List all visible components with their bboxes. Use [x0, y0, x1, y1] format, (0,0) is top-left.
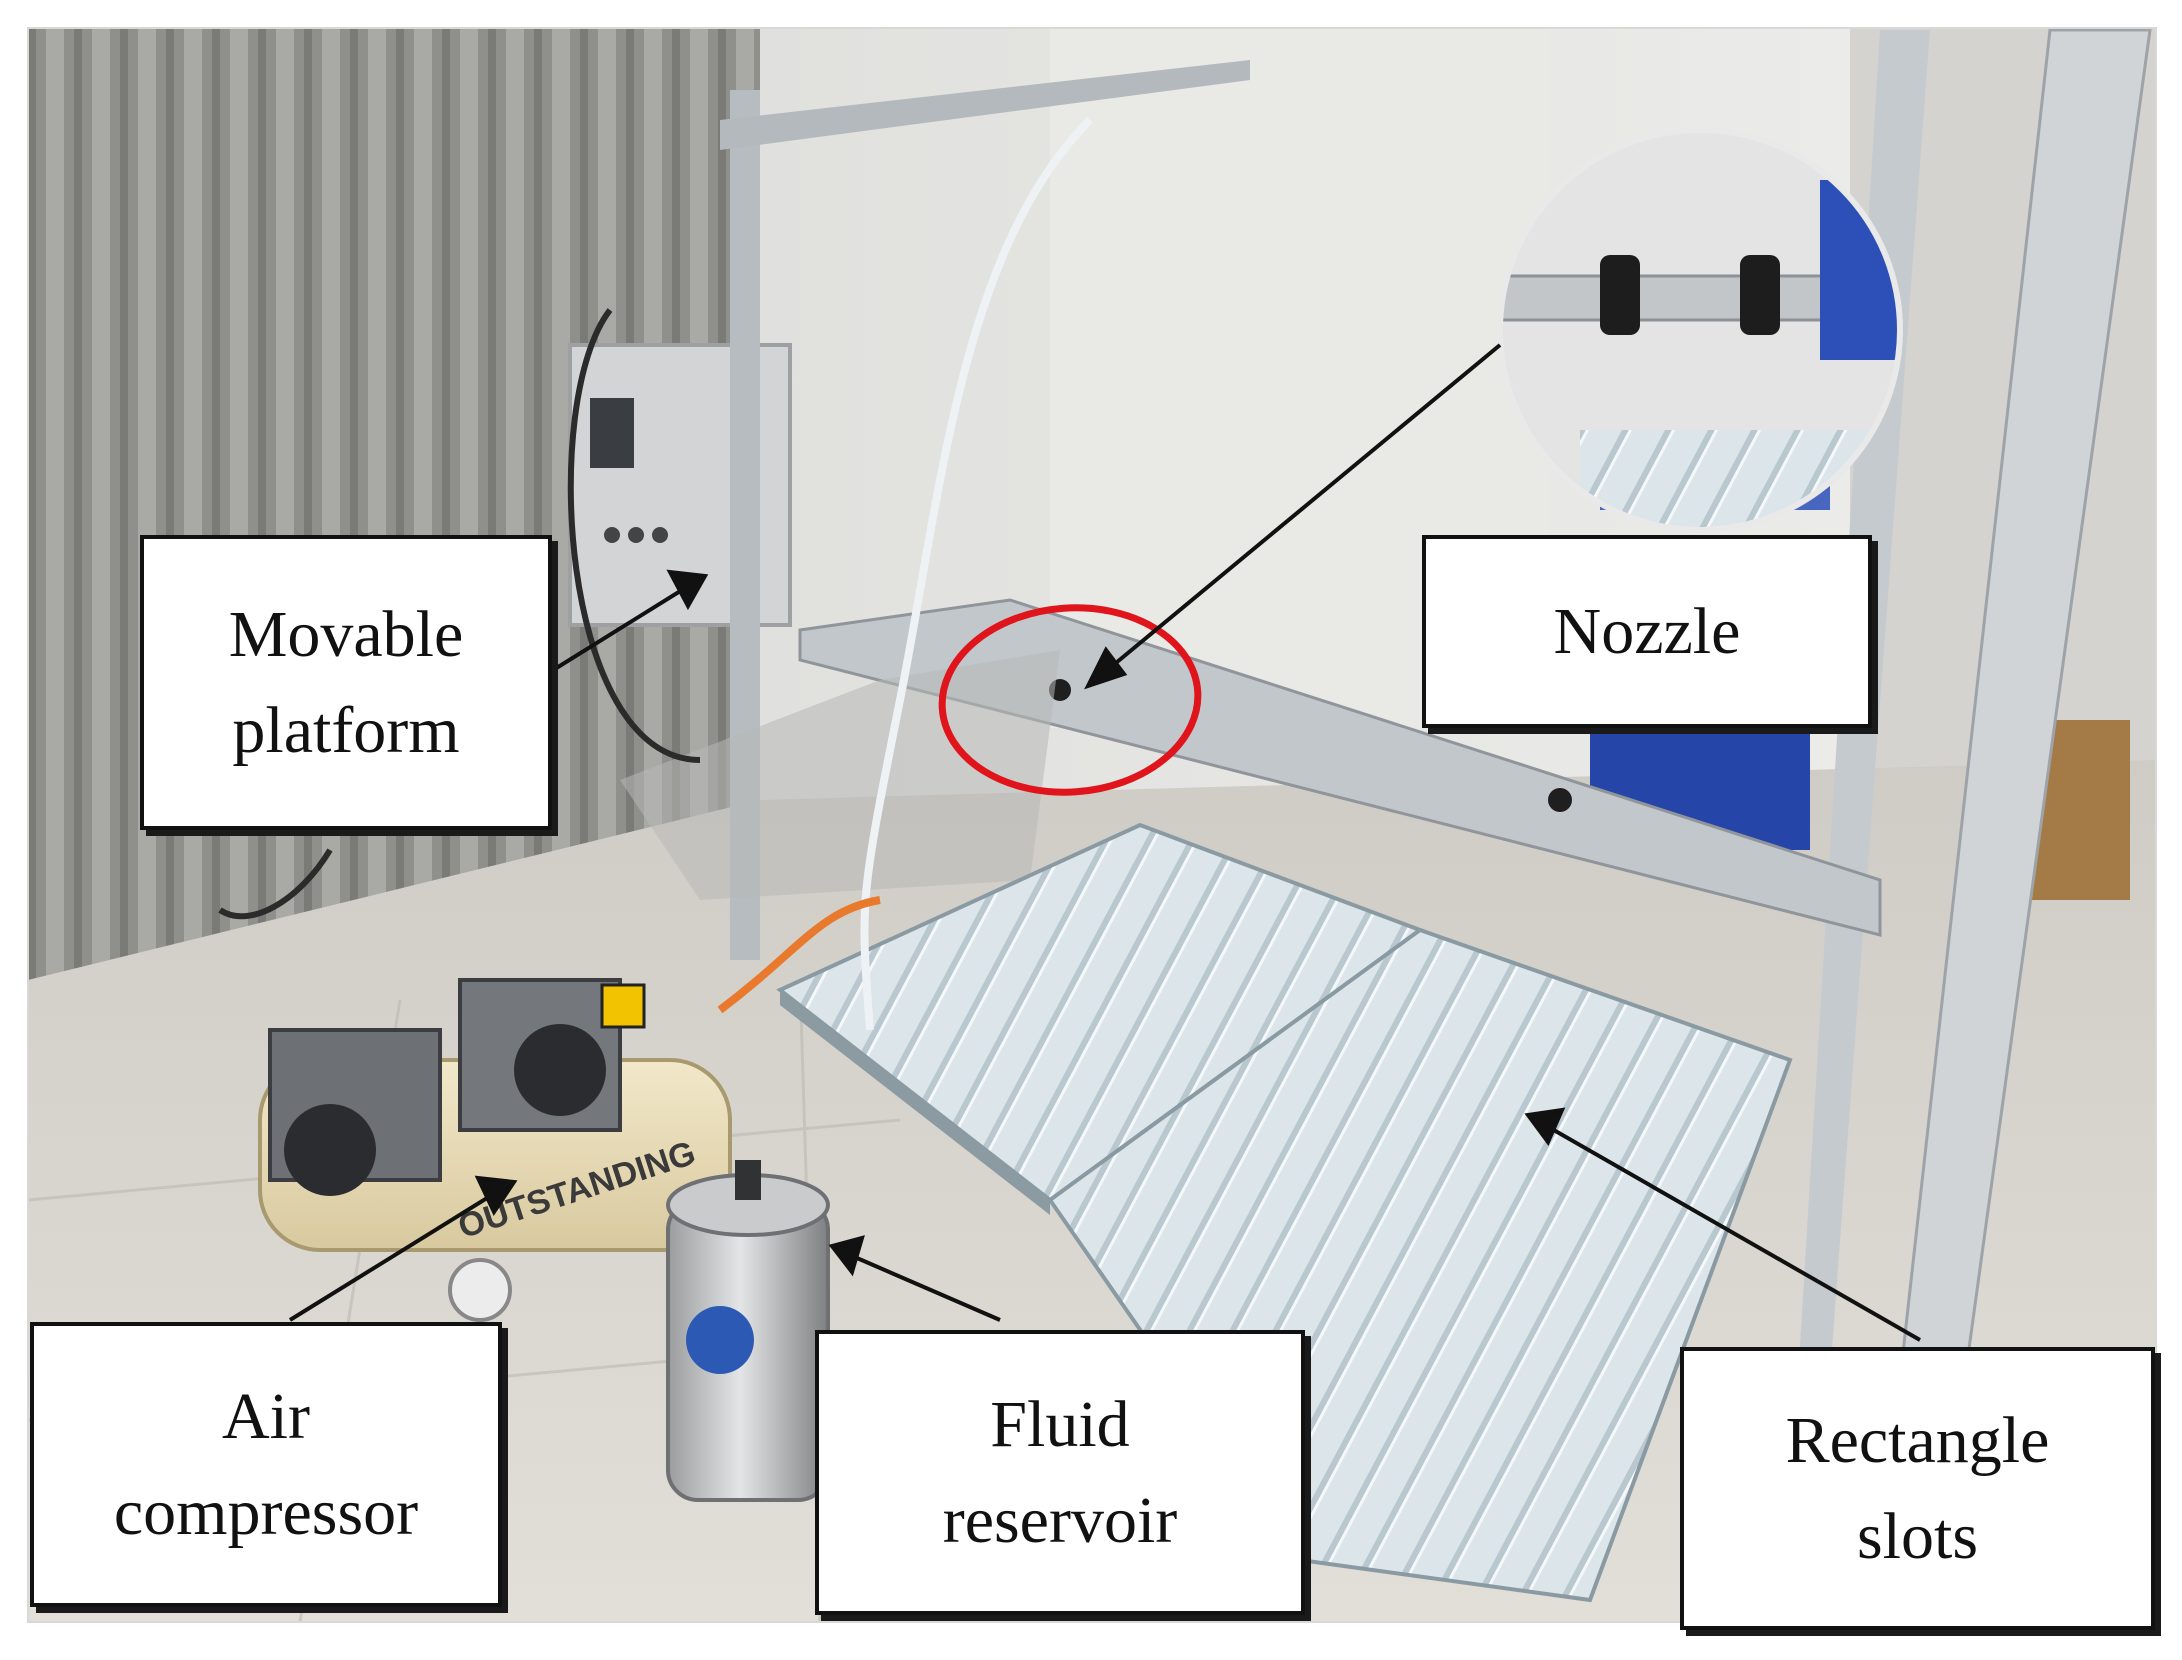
fluid-reservoir-tank-object: [666, 1160, 830, 1502]
label-movable-platform-line2: platform: [232, 693, 460, 767]
nozzle-highlight-circle: [938, 604, 1202, 796]
air-compressor-object: OUTSTANDING: [258, 978, 732, 1322]
label-air-compressor-line1: Air: [222, 1379, 310, 1453]
label-rectangle-slots: Rectangle slots: [1680, 1347, 2155, 1630]
label-air-compressor-line2: compressor: [113, 1475, 419, 1549]
nozzle-magnified-inset: [1497, 127, 1903, 533]
label-rectangle-slots-line2: slots: [1856, 1499, 1979, 1573]
annotation-arrows: [288, 343, 1921, 1342]
label-nozzle-line1: Nozzle: [1553, 594, 1741, 668]
label-fluid-reservoir: Fluid reservoir: [815, 1330, 1305, 1615]
label-fluid-reservoir-line2: reservoir: [942, 1483, 1178, 1557]
label-air-compressor: Air compressor: [30, 1322, 502, 1607]
label-movable-platform-line1: Movable: [228, 597, 464, 671]
label-rectangle-slots-line1: Rectangle: [1785, 1403, 2050, 1477]
label-fluid-reservoir-line1: Fluid: [990, 1387, 1130, 1461]
label-movable-platform: Movable platform: [140, 535, 552, 830]
label-nozzle: Nozzle: [1422, 535, 1872, 728]
